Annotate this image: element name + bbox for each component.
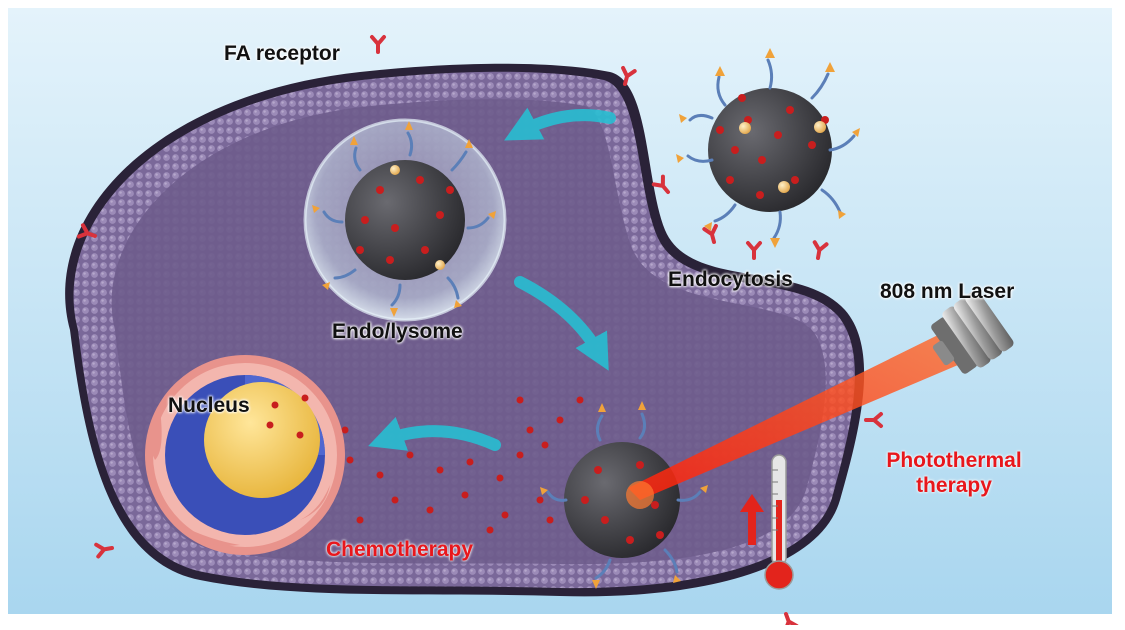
label-endo-lysome: Endo/lysome: [332, 320, 463, 343]
label-endocytosis: Endocytosis: [668, 268, 793, 291]
label-photothermal-line2: therapy: [916, 474, 992, 497]
thermometer-icon: [764, 454, 794, 590]
nanoparticle-irradiated: [540, 401, 708, 589]
arrow-endosome-to-release: [514, 276, 609, 371]
nanoparticle-extracellular: [676, 48, 860, 248]
endosome-vesicle: [303, 118, 507, 322]
nucleus: [145, 355, 345, 555]
process-arrows: [368, 107, 616, 451]
label-chemotherapy: Chemotherapy: [326, 538, 474, 561]
label-nucleus: Nucleus: [168, 394, 250, 417]
laser-beam: [628, 335, 958, 500]
label-photothermal-line1: Photothermal: [886, 449, 1022, 472]
label-fa-receptor: FA receptor: [224, 42, 340, 65]
temperature-up-arrow-icon: [740, 494, 764, 545]
laser-device-icon: [931, 290, 1014, 374]
released-drug-dots: [341, 396, 584, 534]
arrow-endocytosis-to-endosome: [504, 107, 616, 141]
label-laser: 808 nm Laser: [880, 280, 1015, 303]
arrow-release-to-nucleus: [368, 416, 501, 451]
label-photothermal-therapy: Photothermal therapy: [874, 448, 1034, 498]
